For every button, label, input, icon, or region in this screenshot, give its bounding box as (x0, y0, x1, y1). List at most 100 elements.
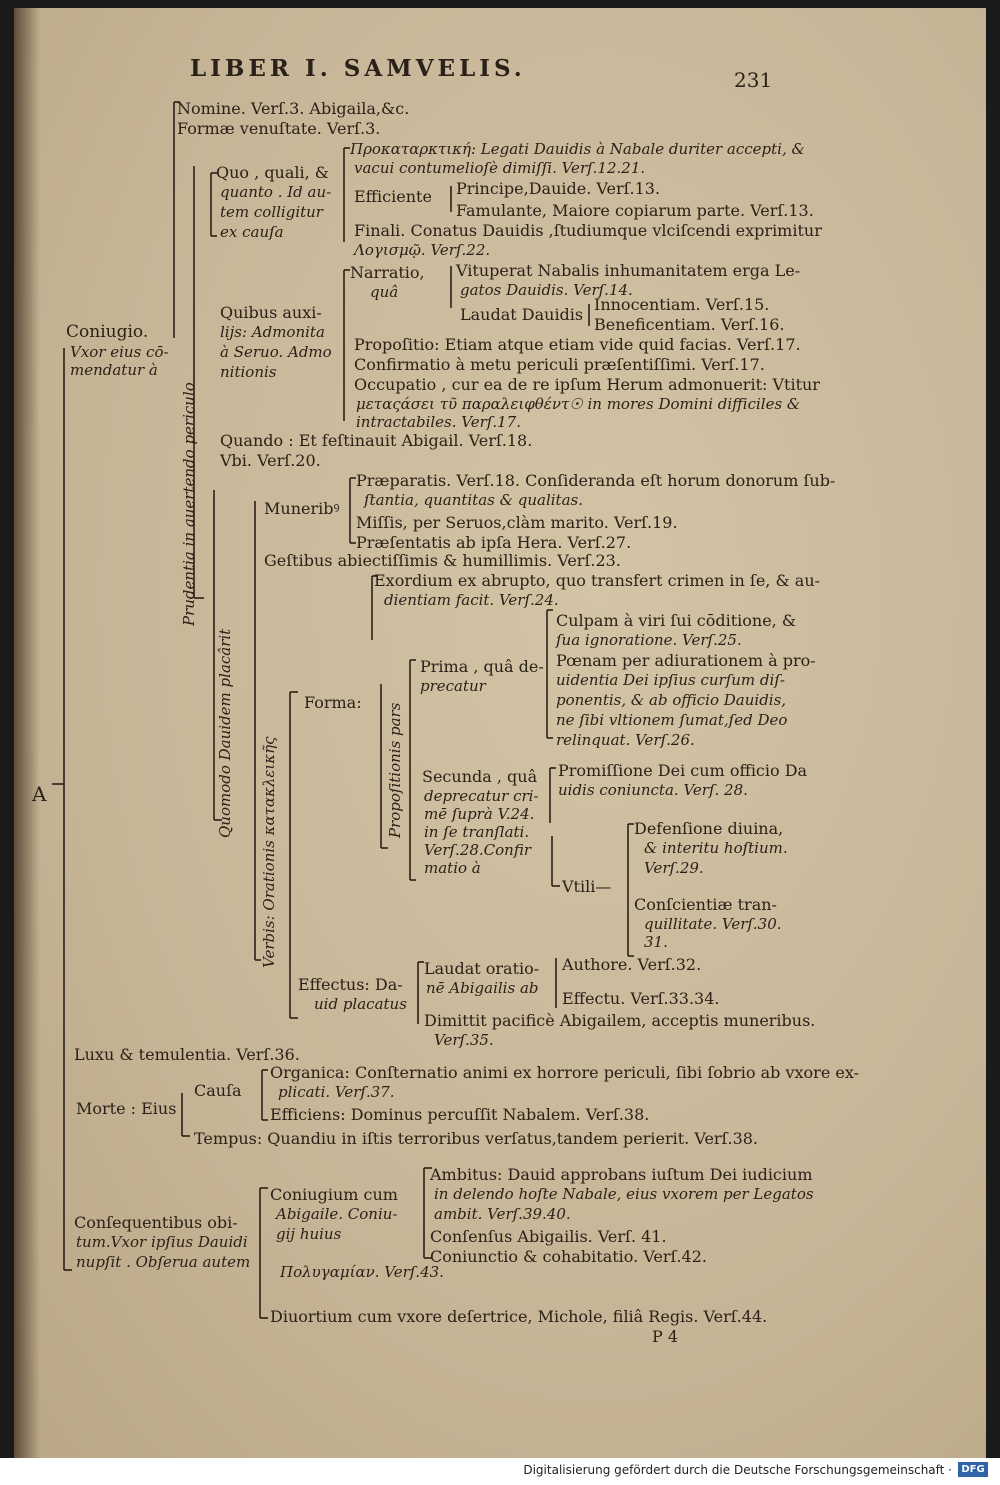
conscientiae-line: quillitate. Verſ.30. (644, 915, 782, 933)
vtili-label: Vtili— (562, 877, 612, 896)
tempus-entry: Tempus: Quandiu in iſtis terroribus verſ… (194, 1129, 759, 1148)
prudentia-vertical-label: Prudentia in auertendo periculo (180, 382, 198, 626)
poenam-line: uidentia Dei ipſius curſum diſ- (556, 671, 785, 689)
confirmatio-entry: Confirmatio à metu periculi præſentiſſim… (354, 355, 765, 374)
coniugium-line: Abigaile. Coniu- (276, 1205, 398, 1223)
coniugio-heading: Coniugio. (66, 322, 149, 342)
effectu-entry: Effectu. Verſ.33.34. (562, 989, 720, 1008)
gestibus-entry: Geſtibus abiectiſſimis & humillimis. Ver… (264, 551, 621, 570)
coniugio-line: mendatur à (70, 361, 158, 379)
occupatio-line: μεταςάσει τῦ παραλειφθέντ☉ in mores Domi… (356, 395, 801, 413)
principe-entry: Principe,Dauide. Verſ.13. (456, 179, 661, 198)
propositionis-vertical-label: Propoſitionis pars (386, 702, 404, 838)
quo-line: quanto . Id au- (220, 183, 332, 201)
diuortium-entry: Diuortium cum vxore deſertrice, Michole,… (270, 1307, 768, 1326)
secunda-line: deprecatur cri- (424, 787, 539, 805)
ambitus-line: ambit. Verſ.39.40. (434, 1205, 571, 1223)
morte-label: Morte : Eius (76, 1099, 177, 1118)
secunda-line: mē ſuprà V.24. (424, 805, 535, 823)
gutter-shadow (14, 8, 40, 1458)
root-label: A (32, 782, 47, 806)
conscientiae-line: 31. (644, 933, 668, 951)
organica-line: plicati. Verſ.37. (278, 1083, 395, 1101)
poenam-line: ponentis, & ab officio Dauidis, (556, 691, 787, 709)
prima-line: precatur (420, 677, 486, 695)
prokatarktike-line: Προκαταρκτική: Legati Dauidis à Nabale d… (350, 140, 805, 158)
secunda-line: in ſe tranſlati. (424, 823, 530, 841)
running-title: LIBER I. SAMVELIS. (190, 55, 526, 82)
formae-entry: Formæ venuſtate. Verſ.3. (177, 119, 381, 138)
dfg-logo: DFG (958, 1462, 988, 1477)
vbi-entry: Vbi. Verſ.20. (220, 451, 321, 470)
laudat-orationem-line: nē Abigailis ab (426, 979, 539, 997)
missis-entry: Miſſis, per Seruos,clàm marito. Verſ.19. (356, 513, 678, 532)
defensione-line: Defenſione diuina, (634, 819, 784, 838)
quo-line: ex cauſa (220, 223, 284, 241)
culpam-line: ſua ignoratione. Verſ.25. (556, 631, 742, 649)
laudat-orationem-line: Laudat oratio- (424, 959, 540, 978)
quibus-line: Quibus auxi- (220, 303, 322, 322)
culpam-line: Culpam à viri ſui cōditione, & (556, 611, 797, 630)
secunda-line: Secunda , quâ (422, 767, 538, 786)
book-page: LIBER I. SAMVELIS. 231 A Coniugio. Vxor (14, 8, 986, 1458)
polygamia-entry: Πολυγαμίαν. Verſ.43. (280, 1263, 444, 1281)
famulante-entry: Famulante, Maiore copiarum parte. Verſ.1… (456, 201, 814, 220)
consequentibus-line: nupſit . Obſerua autem (76, 1253, 251, 1271)
quomodo-vertical-label: Quomodo Dauidem placârit (216, 628, 234, 838)
luxu-entry: Luxu & temulentia. Verſ.36. (74, 1045, 300, 1064)
consensus-entry: Conſenſus Abigailis. Verſ. 41. (430, 1227, 667, 1246)
causa-label: Cauſa (194, 1081, 242, 1100)
digitization-footer: Digitalisierung gefördert durch die Deut… (0, 1458, 1000, 1485)
efficiens-entry: Efficiens: Dominus percuſſit Nabalem. Ve… (270, 1105, 650, 1124)
prima-line: Prima , quâ de- (420, 657, 544, 676)
ambitus-line: in delendo hoſte Nabale, eius vxorem per… (434, 1185, 814, 1203)
coniunctio-entry: Coniunctio & cohabitatio. Verſ.42. (430, 1247, 707, 1266)
page-number: 231 (734, 68, 773, 92)
effectus-line: Effectus: Da- (298, 975, 403, 994)
verbis-vertical-label: Verbis: Orationis κατακλεικῆς (260, 736, 278, 968)
finali-line: Finali. Conatus Dauidis ,ſtudiumque vlci… (354, 221, 822, 240)
coniugium-line: gij huius (276, 1225, 342, 1243)
secunda-line: matio à (424, 859, 481, 877)
finali-line: Λογισμῷ. Verſ.22. (354, 241, 491, 259)
quibus-line: nitionis (220, 363, 277, 381)
promissione-line: uidis coniuncta. Verſ. 28. (558, 781, 748, 799)
prokatarktike-line: vacui contumelioſè dimiſſi. Verſ.12.21. (354, 159, 646, 177)
nomine-entry: Nomine. Verſ.3. Abigaila,&c. (177, 99, 410, 118)
footer-credit: Digitalisierung gefördert durch die Deut… (523, 1463, 952, 1477)
occupatio-line: Occupatio , cur ea de re ipſum Herum adm… (354, 375, 820, 394)
praeparatis-line: Præparatis. Verſ.18. Conſideranda eſt ho… (356, 471, 836, 490)
poenam-line: relinquat. Verſ.26. (556, 731, 695, 749)
forma-label: Forma: (304, 693, 362, 712)
signature-mark: P 4 (652, 1327, 679, 1346)
secunda-line: Verſ.28.Confir (424, 841, 532, 859)
quibus-line: lijs: Admonita (220, 323, 325, 341)
consequentibus-line: Conſequentibus obi- (74, 1213, 238, 1232)
propositio-entry: Propoſitio: Etiam atque etiam vide quid … (354, 335, 801, 354)
defensione-line: & interitu hoſtium. (644, 839, 788, 857)
exordium-line: Exordium ex abrupto, quo transfert crime… (374, 571, 821, 590)
coniugio-line: Vxor eius cō- (70, 343, 169, 361)
organica-line: Organica: Conſternatio animi ex horrore … (270, 1063, 859, 1082)
praesentatis-entry: Præſentatis ab ipſa Hera. Verſ.27. (356, 533, 632, 552)
efficiente-label: Efficiente (354, 187, 432, 206)
vituperat-line: gatos Dauidis. Verſ.14. (460, 281, 633, 299)
consequentibus-line: tum.Vxor ipſius Dauidi (76, 1233, 248, 1251)
laudat-davidis: Laudat Dauidis (460, 305, 584, 324)
poenam-line: Pœnam per adiurationem à pro- (556, 651, 816, 670)
ambitus-line: Ambitus: Dauid approbans iuſtum Dei iudi… (430, 1165, 813, 1184)
quo-line: tem colligitur (220, 203, 323, 221)
defensione-line: Verſ.29. (644, 859, 704, 877)
narratio-sub: quâ (370, 283, 399, 301)
authore-entry: Authore. Verſ.32. (562, 955, 702, 974)
narratio-label: Narratio, (350, 263, 425, 282)
dimittit-line: Dimittit pacificè Abigailem, acceptis mu… (424, 1011, 816, 1030)
quo-line: Quo , quali, & (216, 163, 330, 182)
quando-entry: Quando : Et feſtinauit Abigail. Verſ.18. (220, 431, 533, 450)
beneficentiam-entry: Beneficentiam. Verſ.16. (594, 315, 785, 334)
bracket-lines (52, 101, 634, 1319)
innocentiam-entry: Innocentiam. Verſ.15. (594, 295, 770, 314)
vituperat-line: Vituperat Nabalis inhumanitatem erga Le- (456, 261, 801, 280)
promissione-line: Promiſſione Dei cum officio Da (558, 761, 808, 780)
muneribus-label: Muneribꝰ (264, 499, 340, 518)
